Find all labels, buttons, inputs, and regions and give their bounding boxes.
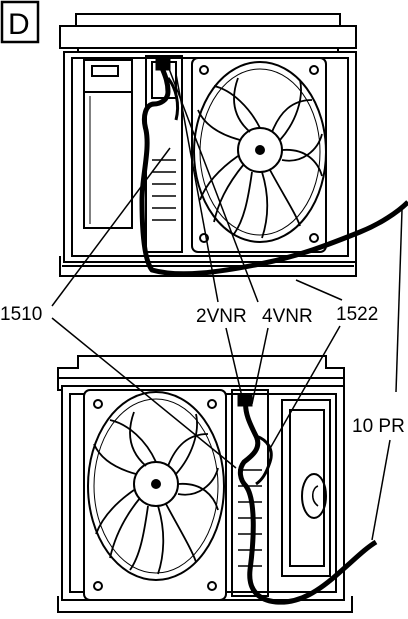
- bottom-wiring-harness: [237, 393, 378, 605]
- label-1522: 1522: [336, 304, 378, 325]
- panel-letter: D: [8, 8, 30, 41]
- panel-letter-box: D: [0, 0, 40, 44]
- top-fan-rotor: [193, 61, 327, 243]
- label-1510: 1510: [0, 304, 42, 325]
- label-10pr: 10 PR: [352, 416, 405, 437]
- label-2vnr: 2VNR: [196, 306, 247, 327]
- bottom-fan-rotor: [87, 391, 225, 581]
- callout-labels: 1510 2VNR 4VNR 1522 10 PR: [0, 304, 405, 437]
- leader-lines: [51, 65, 403, 541]
- label-4vnr: 4VNR: [262, 306, 313, 327]
- top-wiring-harness: [139, 57, 408, 277]
